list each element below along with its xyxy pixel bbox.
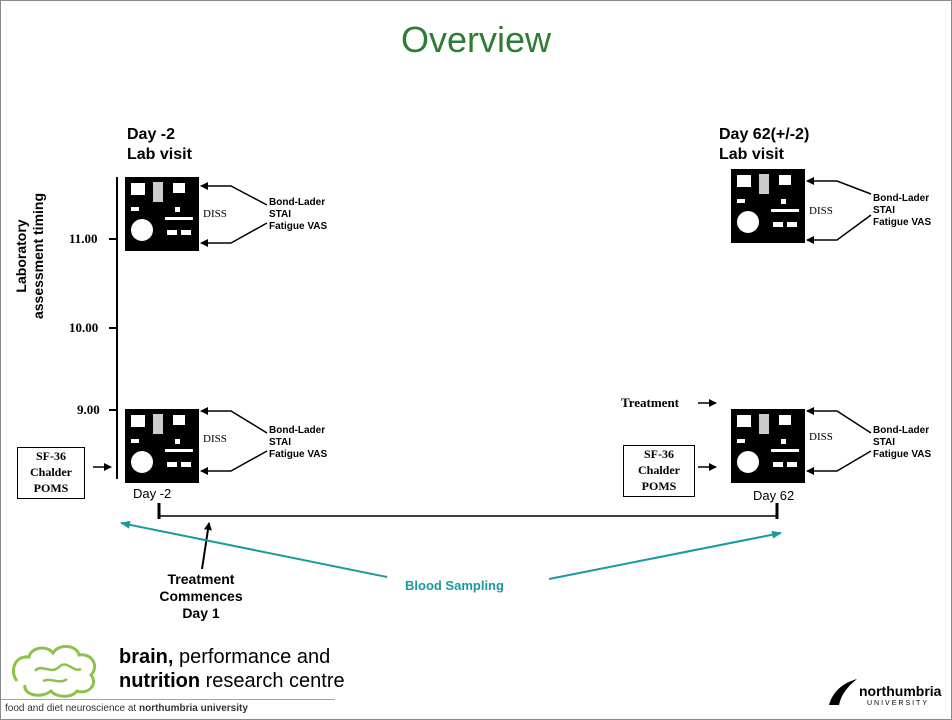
logo-tagline-prefix: food and diet neuroscience at [5,703,139,714]
measure-bond-lader: Bond-Lader [269,197,326,208]
y-tick-label-900: 9.00 [77,402,100,417]
diss-label: DISS [809,431,833,443]
y-tick-label-1000: 10.00 [69,320,99,335]
measures-list: Bond-Lader STAI Fatigue VAS [873,425,931,461]
measure-fatigue-vas: Fatigue VAS [269,449,328,460]
measure-stai: STAI [873,205,896,216]
timeline-start-label: Day -2 [133,486,172,501]
logo-divider [1,699,335,700]
logo-line2-bold: nutrition [119,670,201,692]
logo-tagline: food and diet neuroscience at northumbri… [5,703,248,714]
timeline-end-label: Day 62 [753,488,795,503]
computer-icon [125,409,199,483]
slide-title: Overview [400,19,552,60]
left-visit-label: Lab visit [127,146,192,163]
right-visit-label: Lab visit [719,146,784,163]
measures-list: Bond-Lader STAI Fatigue VAS [269,197,327,233]
measure-fatigue-vas: Fatigue VAS [269,221,328,232]
treatment-label: Treatment [621,395,679,410]
northumbria-swoosh-icon [829,679,857,705]
left-visit-header: Day -2 Lab visit [127,125,192,165]
blood-sampling-label: Blood Sampling [405,578,504,593]
questionnaire-box: SF-36 Chalder POMS [17,447,85,499]
questionnaire-chalder: Chalder [638,463,680,477]
computer-icon [731,169,805,243]
diss-label: DISS [203,433,227,445]
y-tick-label-1100: 11.00 [69,231,98,246]
logo-tagline-bold: northumbria university [138,703,248,714]
measure-stai: STAI [873,437,896,448]
questionnaire-sf36: SF-36 [644,447,674,461]
measure-fatigue-vas: Fatigue VAS [873,217,932,228]
measures-list: Bond-Lader STAI Fatigue VAS [269,425,327,461]
right-visit-day: Day 62(+/-2) [719,126,810,143]
treatment-commences-arrow [201,522,212,570]
left-visit-day: Day -2 [127,126,176,143]
diss-label: DISS [203,208,227,220]
treatment-commences-line3: Day 1 [182,605,220,621]
treatment-commences-label: Treatment Commences Day 1 [141,571,261,622]
measure-stai: STAI [269,209,292,220]
measure-fatigue-vas: Fatigue VAS [873,449,932,460]
measure-bond-lader: Bond-Lader [873,425,930,436]
measures-list: Bond-Lader STAI Fatigue VAS [873,193,931,229]
treatment-commences-line2: Commences [159,588,243,604]
northumbria-logo-name: northumbria [859,683,942,699]
measure-bond-lader: Bond-Lader [873,193,930,204]
diss-label: DISS [809,205,833,217]
measure-stai: STAI [269,437,292,448]
questionnaire-chalder: Chalder [30,465,72,479]
logo-line2-rest: research centre [200,670,345,692]
treatment-commences-line1: Treatment [167,571,235,587]
computer-icon [125,177,199,251]
brain-logo-icon [12,645,96,698]
northumbria-logo-sub: UNIVERSITY [867,700,930,707]
brain-logo-text: brain, performance and nutrition researc… [119,645,345,693]
logo-line1-bold: brain, [119,646,174,668]
questionnaire-box: SF-36 Chalder POMS [623,445,695,497]
blood-arrow-left [120,520,388,578]
questionnaire-poms: POMS [33,481,69,495]
blood-arrow-right [548,530,782,580]
right-visit-header: Day 62(+/-2) Lab visit [719,125,809,165]
logo-line1-rest: performance and [173,646,331,668]
computer-icon [731,409,805,483]
questionnaire-poms: POMS [641,479,677,493]
questionnaire-sf36: SF-36 [36,449,66,463]
measure-bond-lader: Bond-Lader [269,425,326,436]
